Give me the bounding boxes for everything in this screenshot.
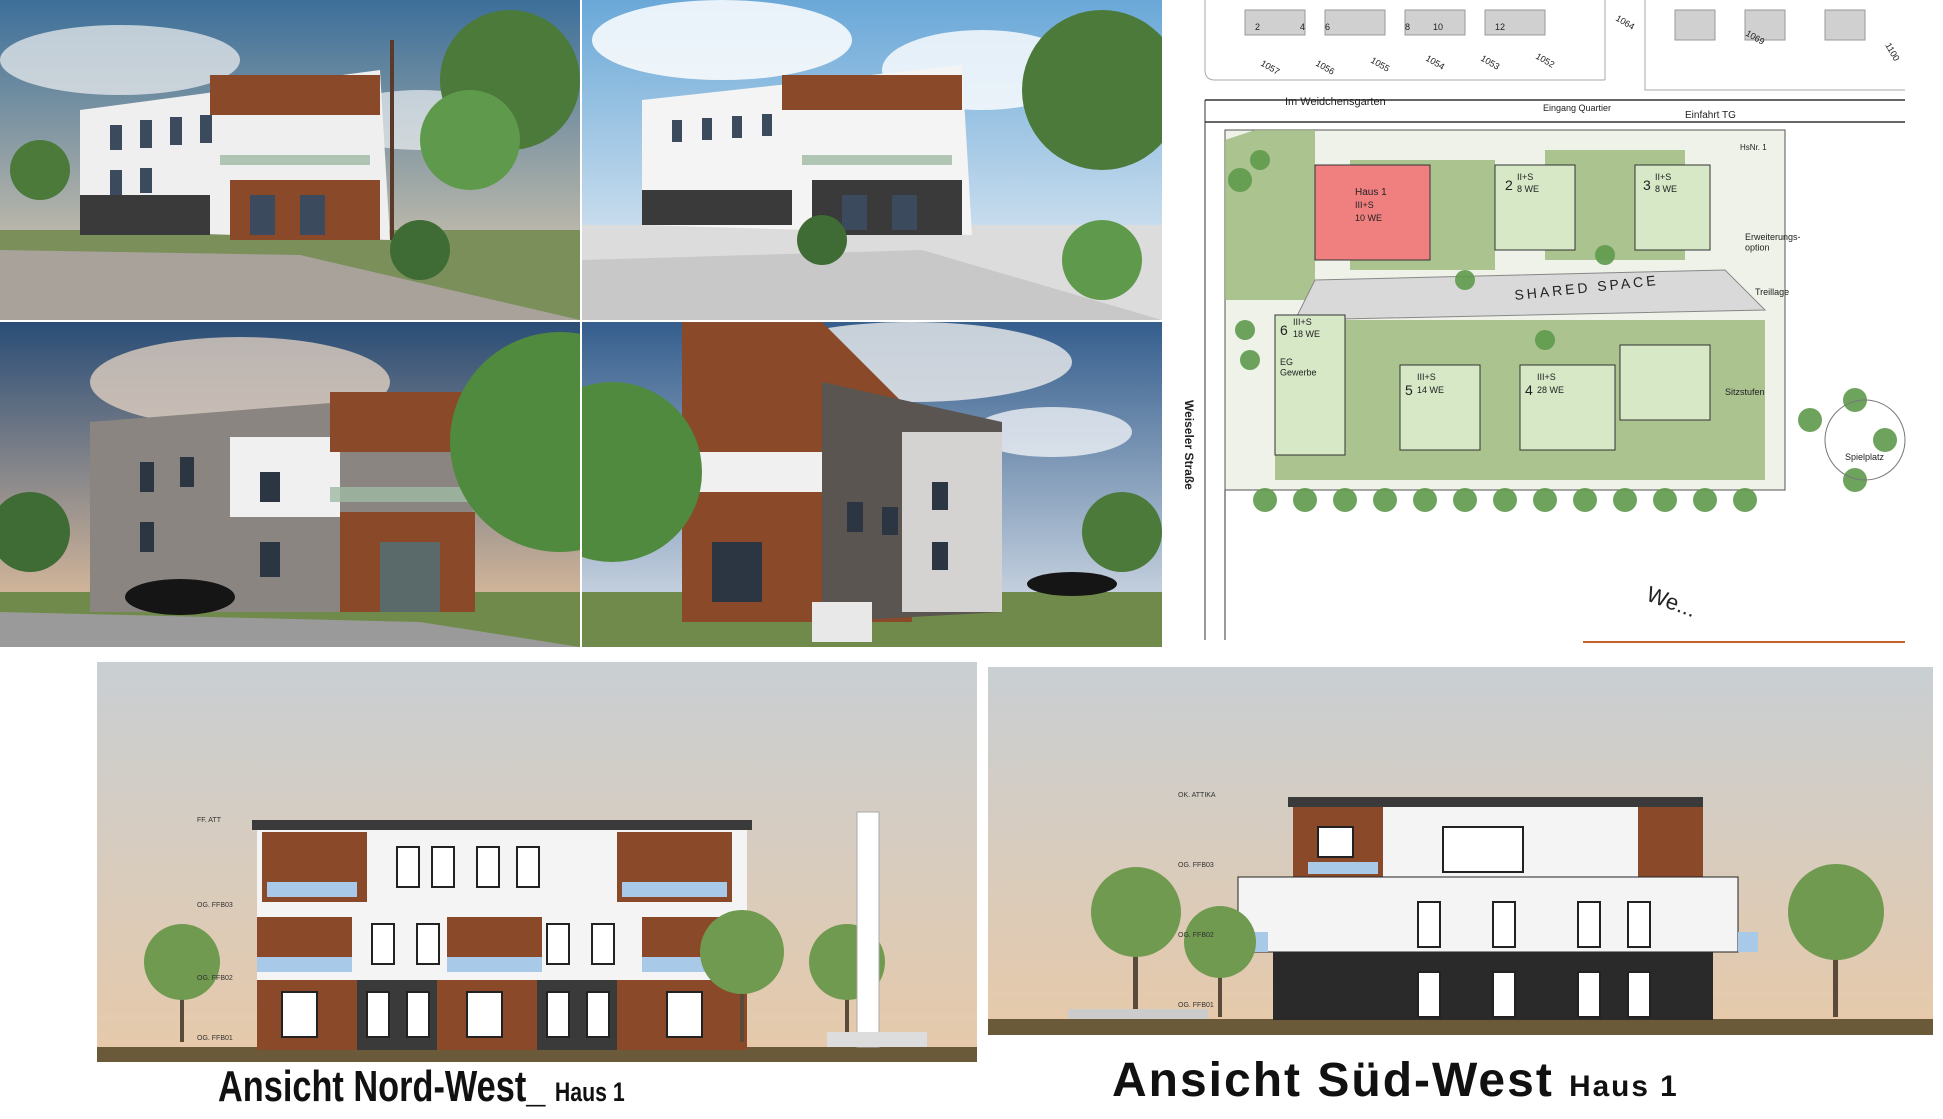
entrance-garage-label: Einfahrt TG: [1685, 110, 1736, 121]
house-4-floors: III+S: [1537, 372, 1556, 382]
house-4-units: 28 WE: [1537, 385, 1564, 395]
meeting-place-label: Spielplatz: [1845, 452, 1885, 462]
level-label: FF. ATT: [197, 817, 222, 824]
render-panel-1: [0, 0, 580, 320]
site-plan: SHARED SPACE Im Weidchensgarten Eingang …: [1165, 0, 1943, 660]
expansion-label: Erweiterungs-option: [1745, 232, 1801, 252]
parcel-label: 2: [1255, 22, 1260, 32]
house-5-number: 5: [1405, 382, 1413, 398]
parcel-label: 10: [1433, 22, 1443, 32]
house-6-units: 18 WE: [1293, 329, 1320, 339]
render-panel-4: [582, 322, 1162, 647]
elevation-nord-west: FF. ATT OG. FFB03 OG. FFB02 OG. FFB01: [97, 662, 977, 1062]
elevation-sued-west: OK. ATTIKA OG. FFB03 OG. FFB02 OG. FFB01: [988, 667, 1933, 1035]
house-2-floors: II+S: [1517, 172, 1533, 182]
house-1-label: Haus 1: [1355, 187, 1387, 198]
house-4-footprint: [1519, 364, 1616, 451]
trellis-label: Treillage: [1755, 287, 1789, 297]
level-label: OG. FFB01: [1178, 1002, 1214, 1009]
house-number-label: HsNr. 1: [1740, 143, 1767, 152]
house-6-floors: III+S: [1293, 317, 1312, 327]
parcel-label: 4: [1300, 22, 1305, 32]
render-image-2: [582, 0, 1162, 320]
house-1-floors: III+S: [1355, 200, 1374, 210]
elevation-nw-drawing: FF. ATT OG. FFB03 OG. FFB02 OG. FFB01: [97, 662, 977, 1062]
parcel-label: 12: [1495, 22, 1505, 32]
level-label: OG. FFB03: [1178, 862, 1214, 869]
house-2-number: 2: [1505, 177, 1513, 193]
caption-sub: Haus 1: [1569, 1070, 1679, 1103]
house-1-units: 10 WE: [1355, 213, 1382, 223]
caption-sued-west: Ansicht Süd-West Haus 1: [1112, 1053, 1679, 1108]
house-1-footprint: [1314, 164, 1431, 261]
level-label: OK. ATTIKA: [1178, 792, 1216, 799]
parcel-label: 8: [1405, 22, 1410, 32]
house-3-units: 8 WE: [1655, 184, 1677, 194]
caption-main: Ansicht Nord-West_: [218, 1062, 546, 1111]
render-panel-2: [582, 0, 1162, 320]
house-5-units: 14 WE: [1417, 385, 1444, 395]
render-image-3: [0, 322, 580, 647]
house-4-number: 4: [1525, 382, 1533, 398]
house-2-units: 8 WE: [1517, 184, 1539, 194]
level-label: OG. FFB02: [1178, 932, 1214, 939]
render-image-4: [582, 322, 1162, 647]
house-3-number: 3: [1643, 177, 1651, 193]
entrance-quarter-label: Eingang Quartier: [1543, 103, 1611, 113]
caption-nord-west: Ansicht Nord-West_ Haus 1: [218, 1062, 625, 1112]
street-top-label: Im Weidchensgarten: [1285, 96, 1386, 108]
house-5-floors: III+S: [1417, 372, 1436, 382]
street-left-label: Weiseler Straße: [1182, 400, 1196, 490]
house-2-footprint: [1494, 164, 1576, 251]
elevation-sw-drawing: OK. ATTIKA OG. FFB03 OG. FFB02 OG. FFB01: [988, 667, 1933, 1035]
house-3-footprint: [1634, 164, 1711, 251]
render-image-1: [0, 0, 580, 320]
render-panel-3: [0, 322, 580, 647]
parcel-label: 6: [1325, 22, 1330, 32]
sitting-steps-label: Sitzstufen: [1725, 387, 1765, 397]
level-label: OG. FFB03: [197, 902, 233, 909]
level-label: OG. FFB02: [197, 975, 233, 982]
house-6-footprint: [1274, 314, 1346, 456]
site-plan-drawing: SHARED SPACE Im Weidchensgarten Eingang …: [1165, 0, 1943, 660]
house-3-floors: II+S: [1655, 172, 1671, 182]
level-label: OG. FFB01: [197, 1035, 233, 1042]
caption-sub: Haus 1: [554, 1076, 625, 1107]
caption-main: Ansicht Süd-West: [1112, 1054, 1554, 1107]
house-6-number: 6: [1280, 322, 1288, 338]
house-5-footprint: [1399, 364, 1481, 451]
